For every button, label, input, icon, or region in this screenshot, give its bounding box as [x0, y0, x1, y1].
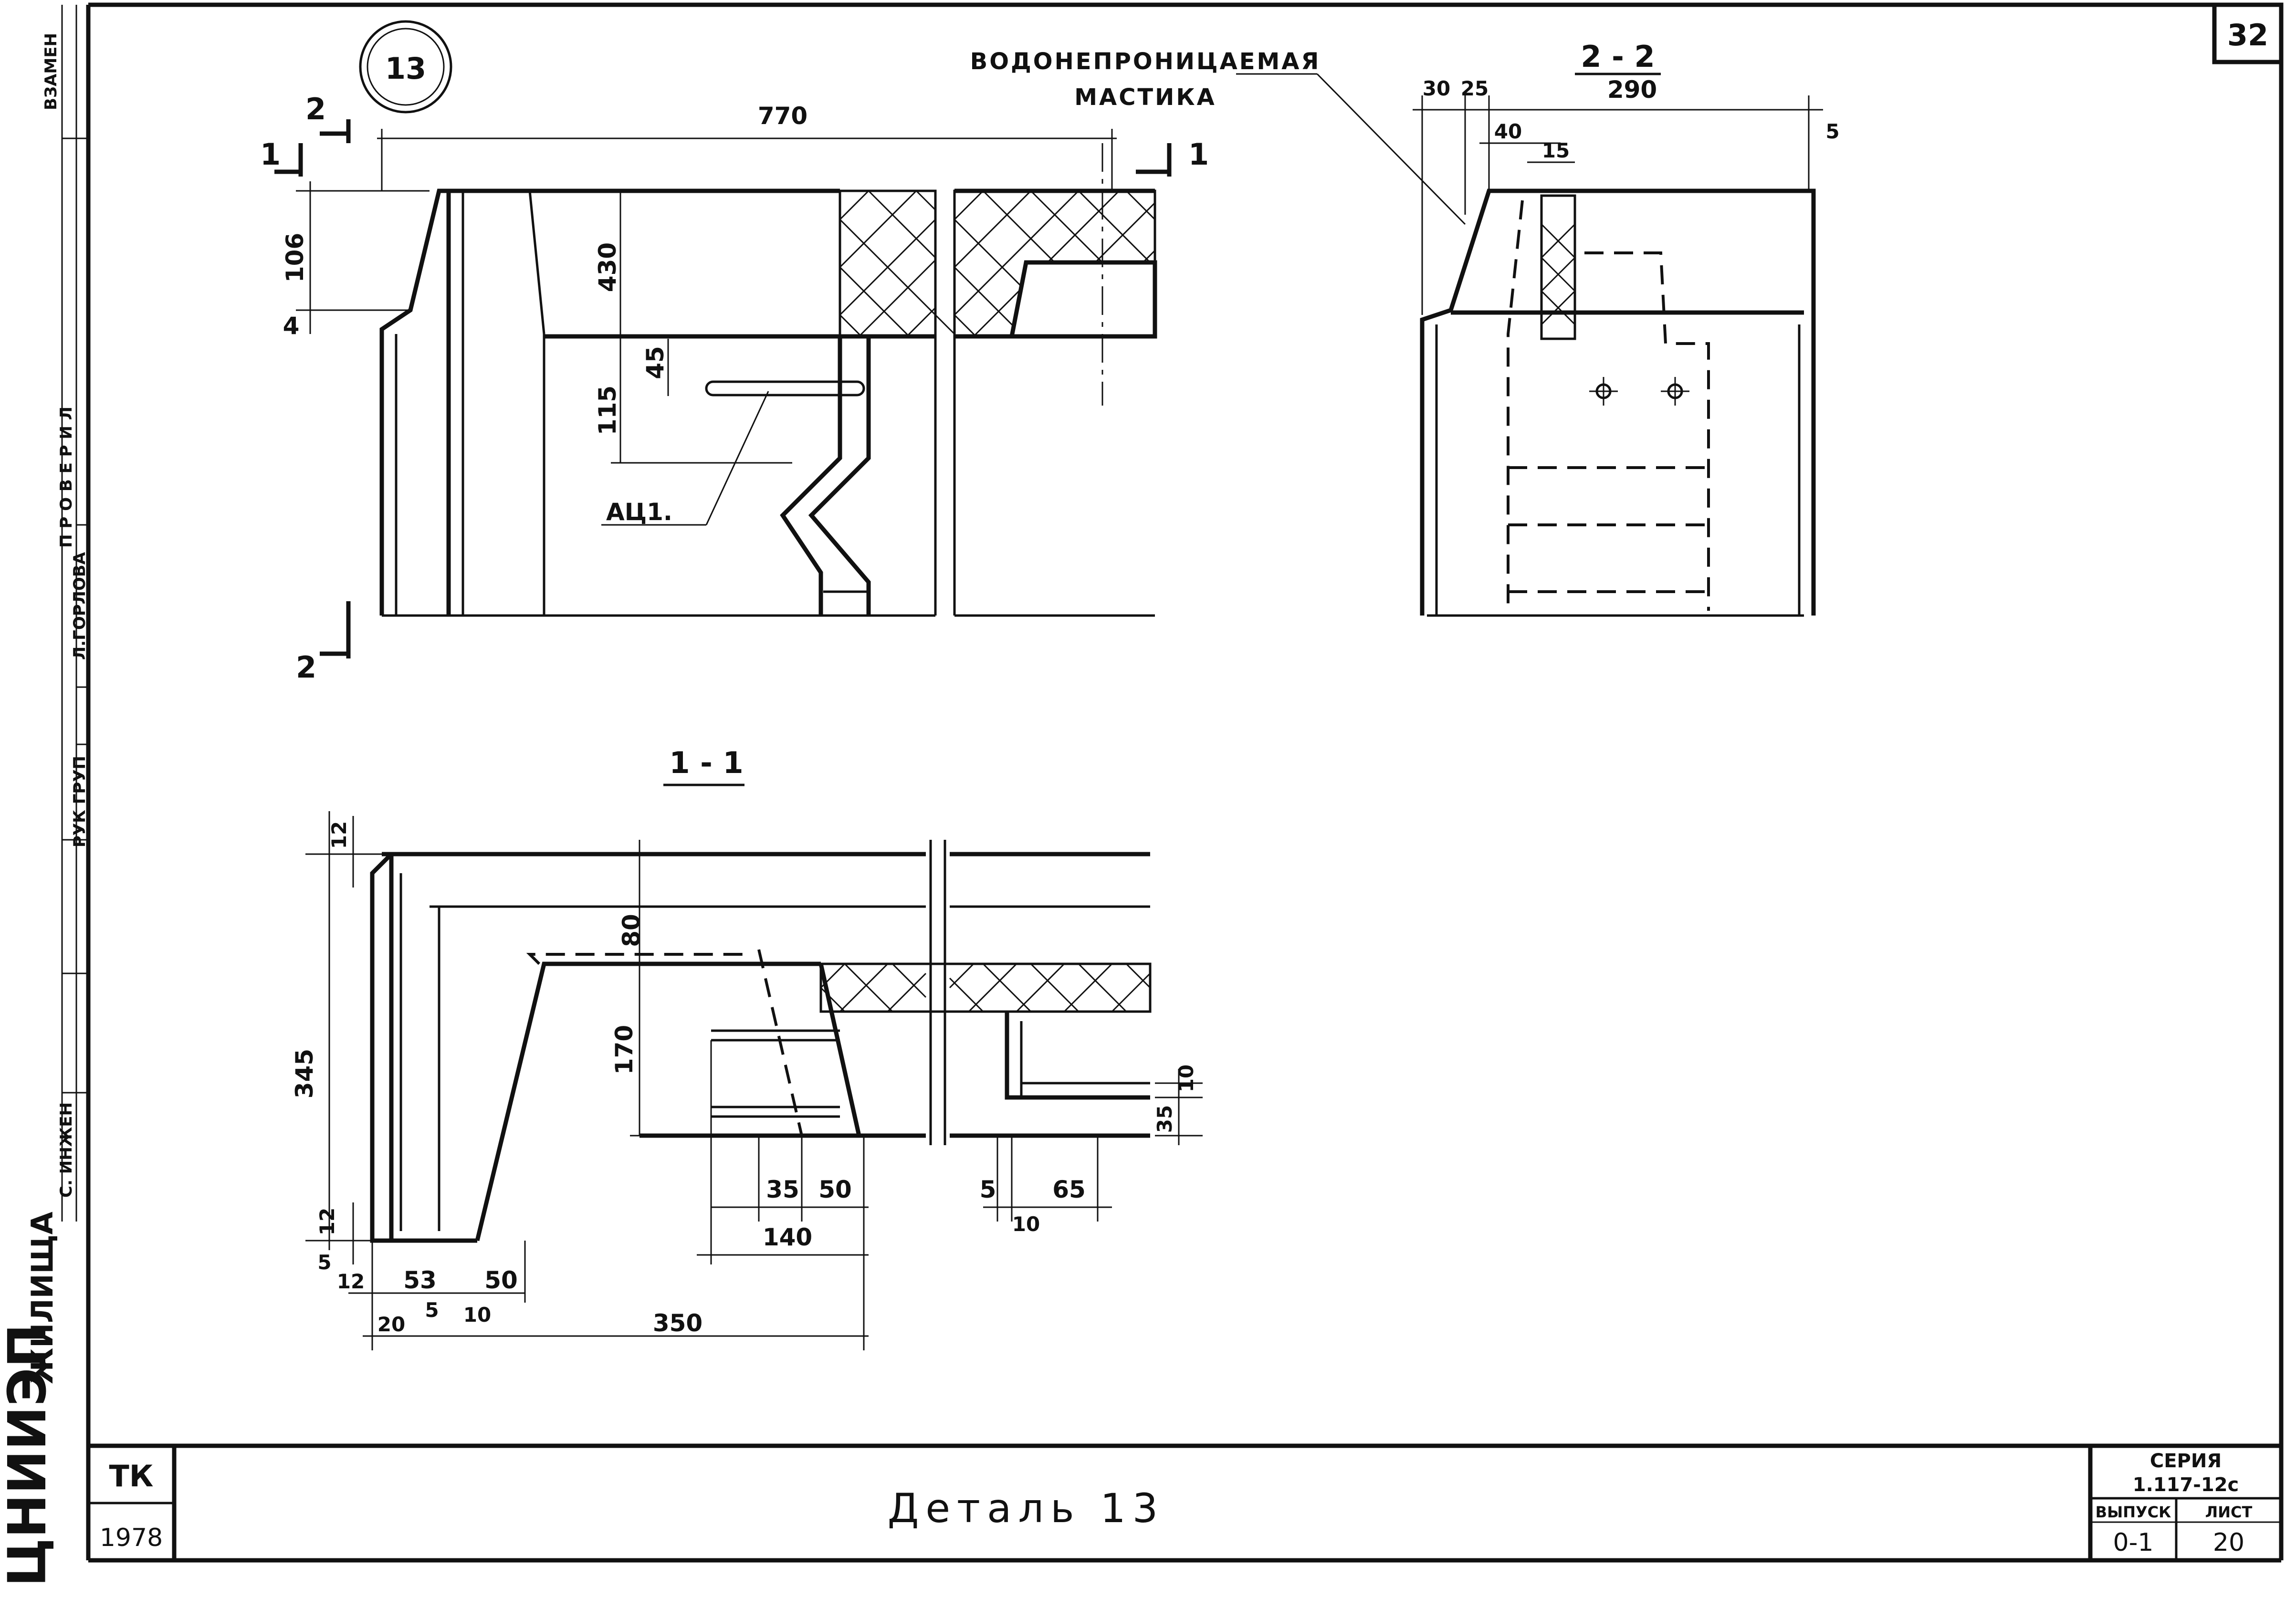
section-2-2-title: 2 - 2 [1581, 39, 1655, 74]
tb-title: Деталь 13 [888, 1485, 1165, 1532]
dim-50-b: 50 [818, 1176, 852, 1203]
cut-1-right: 1 [1188, 137, 1209, 172]
tb-series-label: СЕРИЯ [2150, 1450, 2222, 1472]
dim-12-bottom: 12 [337, 1270, 365, 1293]
organization-tail: ЖИЛИЩА [25, 1212, 60, 1384]
section-1-1-title: 1 - 1 [669, 745, 743, 780]
dim-15: 15 [1542, 139, 1570, 162]
dim-80: 80 [618, 914, 645, 947]
sheet-number: 32 [2227, 18, 2268, 52]
organization-name: ЦНИИЭП [0, 1324, 58, 1587]
dim-106: 106 [281, 233, 309, 282]
dim-430: 430 [594, 242, 621, 292]
dim-overall-770: 770 [758, 102, 807, 130]
dim-115: 115 [594, 386, 621, 435]
section-1-1-dimensions [305, 811, 1203, 1350]
dim-35-right: 35 [1153, 1105, 1176, 1133]
dim-25: 25 [1461, 77, 1489, 100]
dim-20: 20 [377, 1313, 405, 1336]
sheet-frame [86, 2, 2284, 1563]
dim-50-a: 50 [484, 1266, 518, 1294]
dim-4: 4 [283, 312, 300, 340]
dim-5-c: 5 [980, 1176, 996, 1203]
dim-350: 350 [653, 1309, 702, 1337]
tb-issue-label: ВЫПУСК [2096, 1503, 2171, 1521]
elevation-view [379, 143, 1157, 617]
dim-65: 65 [1052, 1176, 1086, 1203]
dim-10-right: 10 [1174, 1065, 1198, 1092]
dim-140: 140 [763, 1223, 812, 1251]
tb-year: 1978 [100, 1524, 163, 1552]
mastic-label-line2: МАСТИКА [1074, 84, 1216, 111]
tb-code: ТК [109, 1459, 154, 1494]
tb-sheet-label: ЛИСТ [2205, 1503, 2253, 1521]
side-stamp [61, 5, 88, 1222]
dim-30: 30 [1423, 77, 1450, 100]
dim-45: 45 [641, 346, 669, 379]
dim-12-top: 12 [327, 821, 351, 849]
mastic-label-line1: ВОДОНЕПРОНИЦАЕМАЯ [970, 48, 1321, 75]
detail-mark [359, 20, 452, 114]
dim-5: 5 [1825, 120, 1839, 143]
dim-35-a: 35 [766, 1176, 799, 1203]
dim-40: 40 [1494, 120, 1522, 143]
dim-5-low: 5 [317, 1251, 331, 1274]
rebar-label: АЦ1. [606, 498, 672, 526]
tb-issue-value: 0-1 [2113, 1528, 2154, 1557]
stamp-replace: ВЗАМЕН [42, 33, 61, 110]
section-1-1 [370, 840, 1152, 1243]
dim-170: 170 [610, 1025, 638, 1075]
dim-10-a: 10 [463, 1303, 491, 1326]
detail-mark-number: 13 [385, 51, 426, 86]
tb-series-value: 1.117-12с [2133, 1474, 2239, 1496]
dim-12-low: 12 [315, 1208, 339, 1235]
stamp-name: Л.ГОРЛОВА [70, 552, 89, 660]
stamp-engineer: С. ИНЖЕН [57, 1102, 76, 1198]
elevation-dimensions [274, 119, 1172, 658]
stamp-group-head: РУК ГРУП [70, 756, 89, 847]
dim-5-b: 5 [425, 1298, 439, 1322]
cut-1-left: 1 [260, 137, 281, 172]
section-2-2 [1236, 73, 1823, 617]
cut-2-top: 2 [305, 92, 326, 126]
dim-345: 345 [291, 1049, 318, 1098]
stamp-checked: П Р О В Е Р И Л [57, 407, 76, 548]
cut-2-bottom: 2 [296, 650, 316, 685]
tb-sheet-value: 20 [2213, 1528, 2244, 1557]
dim-53: 53 [403, 1266, 437, 1294]
dim-10-b: 10 [1012, 1212, 1040, 1236]
dim-290: 290 [1607, 76, 1657, 104]
title-block-frame [88, 1443, 2281, 1560]
